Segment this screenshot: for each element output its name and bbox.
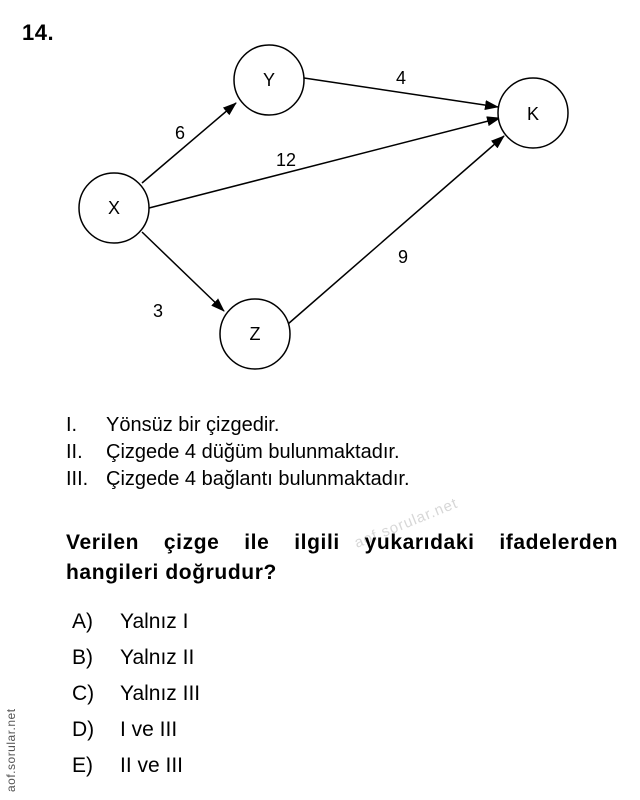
node-z: Z bbox=[219, 298, 291, 370]
option-letter: D) bbox=[72, 718, 95, 741]
statement-item: III. Çizgede 4 bağlantı bulunmaktadır. bbox=[66, 466, 410, 493]
edge-weight-x-z: 3 bbox=[153, 301, 163, 321]
edge-y-k bbox=[303, 77, 499, 111]
option-text: Yalnız II bbox=[120, 646, 195, 669]
statement-number: III. bbox=[66, 468, 89, 490]
edge-x-y bbox=[141, 102, 237, 184]
edge-x-z bbox=[141, 231, 225, 312]
statement-number: II. bbox=[66, 441, 83, 463]
node-label-y: Y bbox=[263, 70, 275, 90]
node-label-k: K bbox=[527, 104, 539, 124]
option-letter: C) bbox=[72, 682, 95, 705]
option-letter: B) bbox=[72, 646, 93, 669]
statement-item: II. Çizgede 4 düğüm bulunmaktadır. bbox=[66, 439, 410, 466]
statement-item: I. Yönsüz bir çizgedir. bbox=[66, 412, 410, 439]
watermark-side: aof.sorular.net bbox=[4, 708, 18, 792]
option-c[interactable]: C) Yalnız III bbox=[72, 676, 200, 712]
node-label-x: X bbox=[108, 198, 120, 218]
edge-x-k bbox=[148, 116, 501, 209]
edge-weight-x-k: 12 bbox=[276, 150, 296, 170]
option-letter: A) bbox=[72, 610, 93, 633]
question-text: Verilen çizge ile ilgili yukarıdaki ifad… bbox=[66, 531, 618, 584]
node-label-z: Z bbox=[250, 324, 261, 344]
question-number: 14. bbox=[22, 20, 55, 45]
option-d[interactable]: D) I ve III bbox=[72, 712, 200, 748]
option-a[interactable]: A) Yalnız I bbox=[72, 604, 200, 640]
statement-text: Yönsüz bir çizgedir. bbox=[106, 414, 280, 436]
option-letter: E) bbox=[72, 754, 93, 777]
answer-options: A) Yalnız I B) Yalnız II C) Yalnız III D… bbox=[72, 604, 200, 784]
edge-z-k bbox=[287, 135, 505, 325]
option-b[interactable]: B) Yalnız II bbox=[72, 640, 200, 676]
option-text: II ve III bbox=[120, 754, 184, 777]
statement-text: Çizgede 4 düğüm bulunmaktadır. bbox=[106, 441, 400, 463]
directed-graph: 6 12 3 4 9 X Y Z K bbox=[78, 44, 569, 370]
node-x: X bbox=[78, 172, 150, 244]
option-text: Yalnız III bbox=[120, 682, 201, 705]
node-k: K bbox=[497, 77, 569, 149]
option-text: Yalnız I bbox=[120, 610, 189, 633]
option-e[interactable]: E) II ve III bbox=[72, 748, 200, 784]
statement-text: Çizgede 4 bağlantı bulunmaktadır. bbox=[106, 468, 410, 490]
statement-number: I. bbox=[66, 414, 78, 436]
edge-weight-y-k: 4 bbox=[396, 68, 406, 88]
option-text: I ve III bbox=[120, 718, 178, 741]
edge-weight-z-k: 9 bbox=[398, 247, 408, 267]
node-y: Y bbox=[233, 44, 305, 116]
edge-weight-x-y: 6 bbox=[175, 123, 185, 143]
statement-list: I. Yönsüz bir çizgedir. II. Çizgede 4 dü… bbox=[66, 412, 410, 493]
